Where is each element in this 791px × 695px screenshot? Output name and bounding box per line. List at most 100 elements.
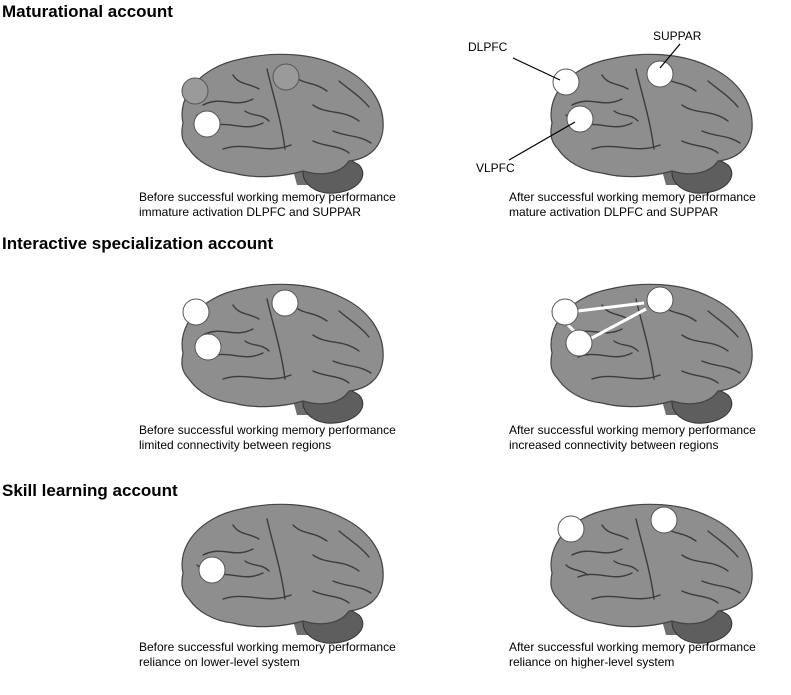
- maturational-after-panel: [532, 45, 791, 245]
- sulcus: [601, 524, 629, 540]
- skill-before-caption: Before successful working memory perform…: [139, 640, 396, 670]
- skill-after-panel: [532, 495, 791, 695]
- brain-image: [550, 503, 753, 644]
- sulcus: [701, 360, 741, 374]
- brain-region-circle: [566, 105, 594, 133]
- sulcus: [681, 590, 719, 604]
- sulcus: [635, 68, 655, 150]
- caption-line-1: After successful working memory performa…: [509, 190, 756, 204]
- skill-before-panel: [163, 495, 523, 695]
- sulcus: [635, 298, 655, 380]
- sulcus: [312, 104, 360, 122]
- brain-image: [550, 53, 753, 194]
- connectivity-arrow: [589, 307, 647, 341]
- brain-region-circle: [551, 298, 579, 326]
- sulcus: [577, 572, 633, 578]
- caption-line-1: After successful working memory performa…: [509, 640, 756, 654]
- brain-region-circle: [182, 298, 210, 326]
- sulcus: [266, 518, 286, 600]
- sulcus: [591, 374, 661, 380]
- sulcus: [312, 590, 350, 604]
- sulcus: [681, 104, 729, 122]
- maturational-before-caption: Before successful working memory perform…: [139, 190, 396, 220]
- caption-line-2: reliance on lower-level system: [139, 655, 300, 669]
- sulcus: [232, 74, 260, 90]
- brain-region-circle: [565, 329, 593, 357]
- sulcus: [565, 564, 589, 576]
- sulcus: [232, 524, 260, 540]
- sulcus: [338, 80, 370, 108]
- brain-image: [181, 53, 384, 194]
- sulcus: [601, 74, 629, 90]
- sulcus: [571, 548, 623, 556]
- section-title-maturational: Maturational account: [2, 2, 173, 21]
- sulcus: [332, 360, 372, 374]
- brain-image: [181, 283, 384, 424]
- sulcus: [244, 340, 270, 352]
- sulcus: [613, 110, 639, 122]
- sulcus: [266, 298, 286, 380]
- sulcus: [312, 334, 360, 352]
- brain-image: [550, 283, 753, 424]
- interactive-before-caption: Before successful working memory perform…: [139, 423, 396, 453]
- sulcus: [202, 328, 254, 336]
- interactive-after-caption: After successful working memory performa…: [509, 423, 756, 453]
- section-title-skill: Skill learning account: [2, 481, 178, 500]
- brain-region-circle: [552, 68, 580, 96]
- sulcus: [266, 68, 286, 150]
- caption-line-2: immature activation DLPFC and SUPPAR: [139, 205, 361, 219]
- sulcus: [292, 524, 328, 542]
- sulcus: [312, 554, 360, 572]
- caption-line-1: Before successful working memory perform…: [139, 190, 396, 204]
- brain-region-circle: [557, 515, 585, 543]
- sulcus: [338, 530, 370, 558]
- sulcus: [312, 140, 350, 154]
- brain-region-circle: [181, 77, 209, 105]
- caption-line-2: increased connectivity between regions: [509, 438, 719, 452]
- sulcus: [202, 98, 254, 106]
- sulcus: [571, 98, 623, 106]
- section-title-interactive: Interactive specialization account: [2, 234, 274, 253]
- interactive-before-panel: [163, 275, 523, 475]
- brain-region-circle: [193, 110, 221, 138]
- sulcus: [613, 560, 639, 572]
- brain-region-circle: [194, 333, 222, 361]
- maturational-before-panel: [163, 45, 523, 245]
- sulcus: [222, 594, 292, 600]
- sulcus: [332, 580, 372, 594]
- brain-region-circle: [271, 289, 299, 317]
- sulcus: [222, 374, 292, 380]
- sulcus: [244, 110, 270, 122]
- sulcus: [312, 370, 350, 384]
- brain-region-circle: [272, 63, 300, 91]
- sulcus: [591, 144, 661, 150]
- maturational-after-caption: After successful working memory performa…: [509, 190, 756, 220]
- connectivity-arrow: [577, 301, 645, 313]
- brain-region-circle: [646, 60, 674, 88]
- sulcus: [244, 560, 270, 572]
- caption-line-2: reliance on higher-level system: [509, 655, 675, 669]
- interactive-after-panel: [532, 275, 791, 475]
- brain-region-circle: [198, 556, 226, 584]
- sulcus: [635, 518, 655, 600]
- sulcus: [338, 310, 370, 338]
- sulcus: [332, 130, 372, 144]
- sulcus: [222, 144, 292, 150]
- caption-line-1: After successful working memory performa…: [509, 423, 756, 437]
- sulcus: [591, 594, 661, 600]
- brain-region-circle: [650, 506, 678, 534]
- sulcus: [701, 130, 741, 144]
- sulcus: [707, 80, 739, 108]
- sulcus: [613, 340, 639, 352]
- sulcus: [202, 548, 254, 556]
- sulcus: [232, 304, 260, 320]
- sulcus: [681, 370, 719, 384]
- sulcus: [701, 580, 741, 594]
- brain-region-circle: [646, 286, 674, 314]
- caption-line-2: limited connectivity between regions: [139, 438, 332, 452]
- caption-line-2: mature activation DLPFC and SUPPAR: [509, 205, 719, 219]
- brain-image: [181, 503, 384, 644]
- sulcus: [707, 310, 739, 338]
- caption-line-1: Before successful working memory perform…: [139, 640, 396, 654]
- suppar-label: SUPPAR: [653, 29, 702, 43]
